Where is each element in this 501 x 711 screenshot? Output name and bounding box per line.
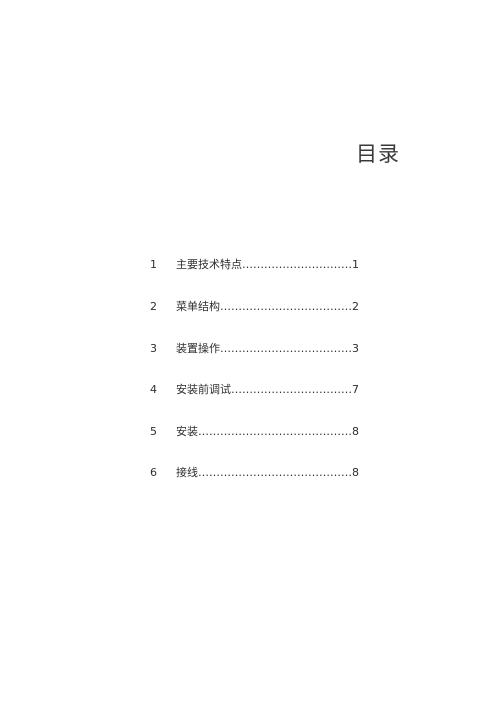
toc-entry: 接线……………………………………8	[176, 466, 359, 479]
toc-row: 6 接线……………………………………8	[150, 464, 400, 482]
toc-number: 4	[150, 383, 157, 396]
toc-row: 5 安装……………………………………8	[150, 423, 400, 441]
toc-row: 3 装置操作………………………………3	[150, 340, 400, 358]
toc-row: 4 安装前调试……………………………7	[150, 381, 400, 399]
toc-title: 目录	[356, 142, 400, 166]
toc-entry: 安装前调试……………………………7	[176, 383, 359, 396]
toc-entry: 菜单结构………………………………2	[176, 300, 359, 313]
toc-number: 2	[150, 300, 157, 313]
toc-row: 2 菜单结构………………………………2	[150, 298, 400, 316]
toc-entry: 主要技术特点…………………………1	[176, 258, 359, 271]
toc-number: 6	[150, 466, 157, 479]
toc-entry: 安装……………………………………8	[176, 425, 359, 438]
toc-row: 1 主要技术特点…………………………1	[150, 256, 400, 274]
toc-number: 1	[150, 258, 157, 271]
toc-entry: 装置操作………………………………3	[176, 342, 359, 355]
toc-number: 3	[150, 342, 157, 355]
toc-number: 5	[150, 425, 157, 438]
